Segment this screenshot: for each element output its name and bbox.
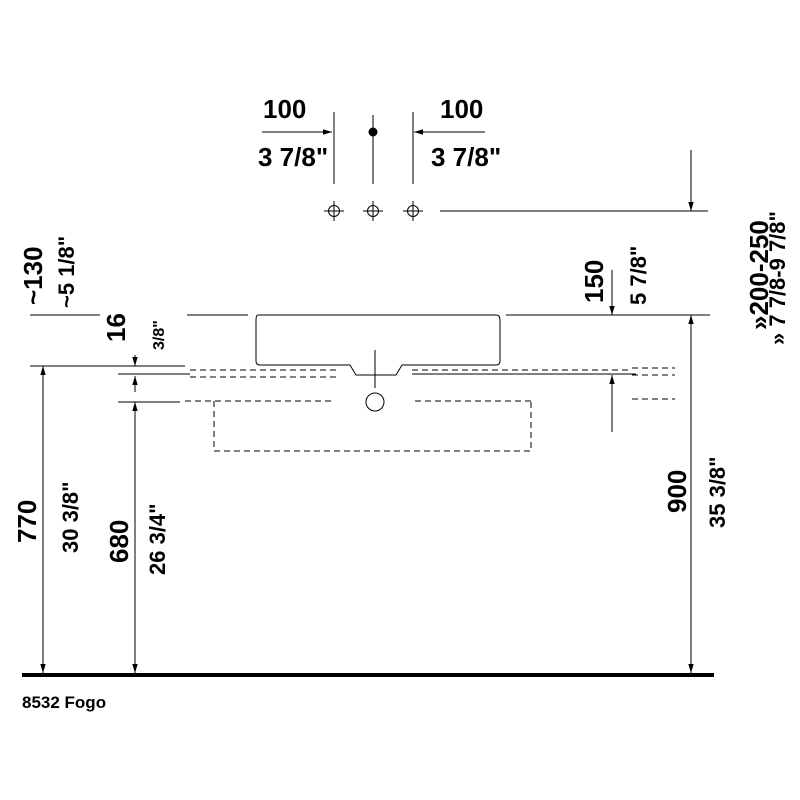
waste-outlet-icon [365,392,385,412]
faucet-height-metric: 150 [579,260,609,303]
counter-height-group: 770 30 3/8" [12,366,83,673]
faucet-height-group: 150 5 7/8" [579,246,651,432]
rim-height-metric: 900 [662,470,692,513]
counter-thickness-imperial: 3/8" [151,320,168,350]
rim-offset-imperial: ~5 1/8" [54,236,79,308]
right-spacing-imperial: 3 7/8" [431,142,501,172]
right-spacing-metric: 100 [440,94,483,124]
basin-outline [255,314,501,376]
center-point-icon [368,127,378,137]
counter-height-metric: 770 [12,500,42,543]
cabinet-outline [213,401,532,452]
tap-holes [324,201,423,221]
tap-height-metric: »200-250 [744,220,774,330]
counter-thickness-group: 16 3/8" [101,313,168,350]
faucet-spacing-group: 100 3 7/8" 100 3 7/8" [258,94,501,184]
rim-height-group: 900 35 3/8" [662,315,730,673]
waste-height-imperial: 26 3/4" [145,503,170,575]
countertop [30,365,675,378]
rim-offset-metric: ~130 [18,246,48,305]
waste-height-metric: 680 [104,520,134,563]
faucet-height-imperial: 5 7/8" [626,246,651,305]
counter-height-imperial: 30 3/8" [58,481,83,553]
washbasin [255,314,501,388]
waste-height-group: 680 26 3/4" [104,402,170,673]
tap-height-group: »200-250 » 7 7/8-9 7/8" [440,150,790,345]
rim-offset-group: ~130 ~5 1/8" [18,236,79,308]
waste-and-cabinet [118,392,675,452]
tap-height-imperial: » 7 7/8-9 7/8" [765,211,790,345]
left-spacing-metric: 100 [263,94,306,124]
rim-height-imperial: 35 3/8" [705,456,730,528]
left-spacing-imperial: 3 7/8" [258,142,328,172]
counter-thickness-metric: 16 [101,313,131,342]
product-caption: 8532 Fogo [22,693,106,712]
